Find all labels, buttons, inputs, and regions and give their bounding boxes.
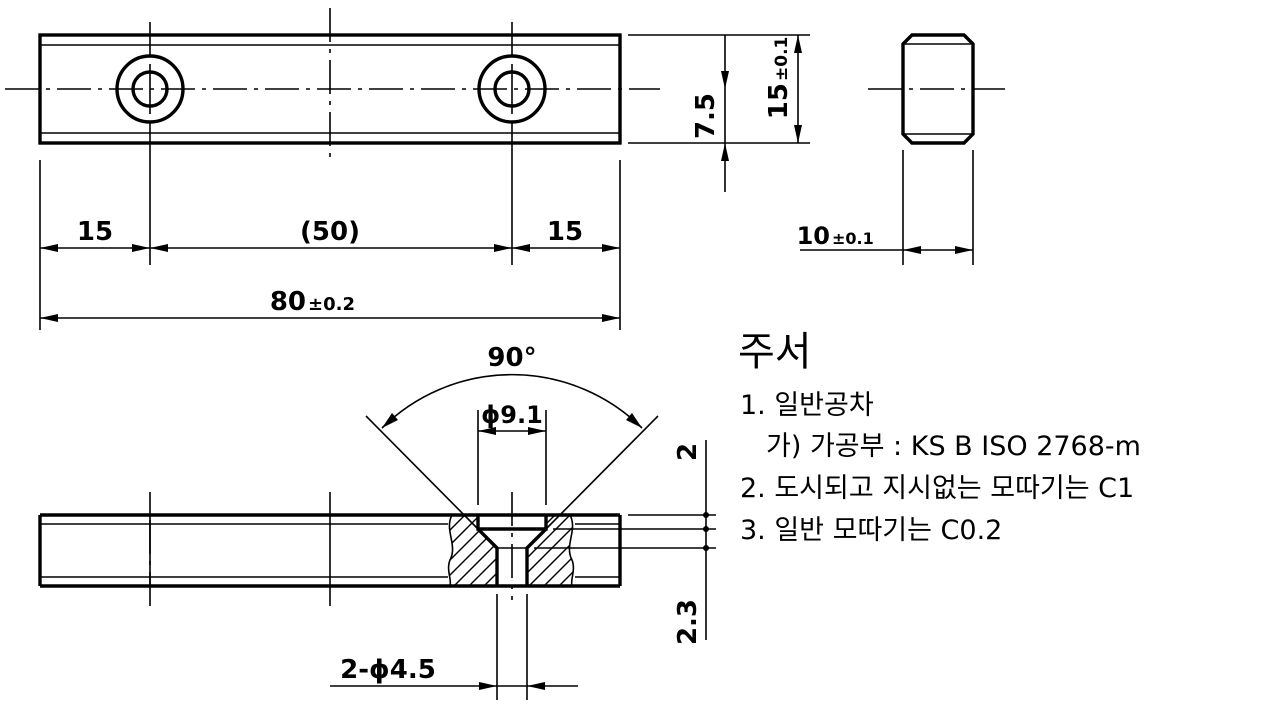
dim-depth-2: 2 bbox=[673, 443, 703, 461]
note-item-1: 1. 일반공차 bbox=[740, 390, 874, 421]
dimension-chain-top: 15 (50) 15 bbox=[40, 217, 620, 252]
dim-2-phi-4-5: 2-ϕ4.5 bbox=[340, 655, 436, 685]
note-item-3: 3. 일반 모따기는 C0.2 bbox=[740, 515, 1002, 546]
top-view bbox=[5, 8, 660, 265]
dim-middle-50: (50) bbox=[300, 217, 360, 247]
dim-10-tol: ±0.1 bbox=[832, 229, 874, 248]
dim-10: 10 bbox=[797, 222, 830, 250]
note-item-2: 2. 도시되고 지시없는 모따기는 C1 bbox=[740, 473, 1134, 504]
dim-15-height-tol: ±0.1 bbox=[772, 37, 792, 81]
dim-90-deg: 90° bbox=[487, 343, 536, 373]
dim-right-15: 15 bbox=[547, 217, 583, 247]
section-hatching bbox=[448, 515, 574, 586]
dim-phi-9-1: ϕ9.1 bbox=[481, 401, 543, 429]
dimension-heights: 7.5 15 ±0.1 bbox=[628, 34, 810, 192]
note-item-1a: 가) 가공부 : KS B ISO 2768-m bbox=[766, 431, 1141, 462]
notes-block: 주서 1. 일반공차 가) 가공부 : KS B ISO 2768-m 2. 도… bbox=[738, 329, 1141, 546]
dim-7-5: 7.5 bbox=[691, 93, 721, 139]
side-view: 10 ±0.1 bbox=[797, 33, 1005, 265]
dimension-overall-length: 80 ±0.2 bbox=[40, 287, 620, 322]
section-view: 90° ϕ9.1 2 2.3 2-ϕ4.5 bbox=[38, 343, 716, 700]
dim-80: 80 bbox=[270, 287, 306, 317]
dim-depth-2-3: 2.3 bbox=[673, 599, 703, 645]
dim-left-15: 15 bbox=[77, 217, 113, 247]
dim-15-height: 15 bbox=[764, 83, 794, 119]
dim-80-tol: ±0.2 bbox=[308, 294, 355, 315]
notes-title: 주서 bbox=[738, 329, 812, 375]
